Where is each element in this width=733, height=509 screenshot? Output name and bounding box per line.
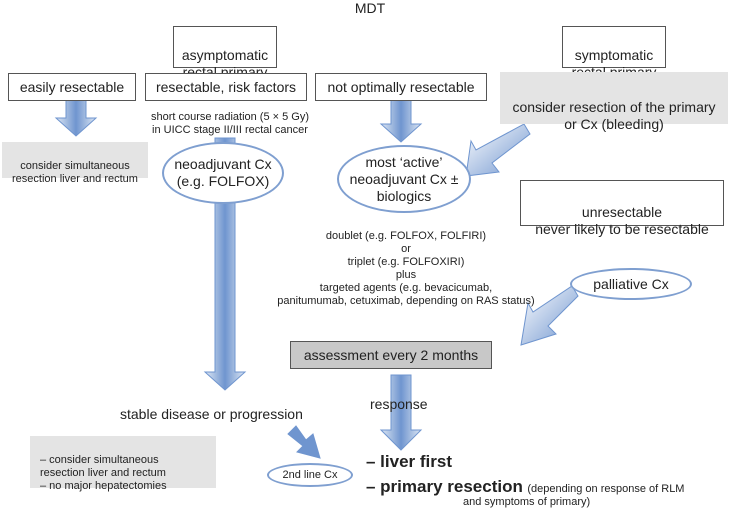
consider-resection-primary-label: consider resection of the primary or Cx … [512,99,716,132]
assessment-label: assessment every 2 months [303,347,479,363]
oval-second-line: 2nd line Cx [267,463,353,487]
stable-disease-text: stable disease or progression [120,406,303,422]
unresectable-label: unresectable never likely to be resectab… [535,204,709,237]
arrow-diag-palliative [520,285,579,346]
box-asymptomatic: asymptomatic rectal primary [173,26,277,80]
mdt-title: MDT [354,0,386,16]
box-assessment: assessment every 2 months [290,341,492,369]
consider-simultaneous-1-label: consider simultaneous resection liver an… [12,160,138,185]
neoadjuvant-label: neoadjuvant Cx (e.g. FOLFOX) [174,156,272,189]
second-line-label: 2nd line Cx [282,468,338,481]
oval-neoadjuvant: neoadjuvant Cx (e.g. FOLFOX) [162,142,284,204]
primary-resection-note: (depending on response of RLM [527,483,685,495]
regimen-text: doublet (e.g. FOLFOX, FOLFIRI) or triple… [277,230,535,307]
box-consider-simultaneous-2: – consider simultaneous resection liver … [30,436,216,492]
arrow-response-down [379,374,423,451]
primary-resection-text: – primary resection [366,477,523,496]
box-resectable-risk: resectable, risk factors [145,73,307,101]
oval-palliative: palliative Cx [570,268,692,300]
not-optimal-label: not optimally resectable [327,79,475,95]
box-unresectable: unresectable never likely to be resectab… [520,180,724,237]
box-consider-simultaneous-1: consider simultaneous resection liver an… [2,142,148,185]
arrow-easily-down [54,99,98,137]
palliative-label: palliative Cx [593,275,669,292]
consider-simultaneous-2-label: – consider simultaneous resection liver … [40,454,167,492]
oval-most-active: most ‘active’ neoadjuvant Cx ± biologics [337,145,471,213]
arrow-to-second-line [287,425,321,459]
box-not-optimal: not optimally resectable [315,73,487,101]
liver-first-text: – liver first [366,452,452,471]
short-course-text: short course radiation (5 × 5 Gy) in UIC… [150,111,310,136]
primary-resection-line: – primary resection (depending on respon… [366,477,726,497]
resectable-risk-label: resectable, risk factors [155,79,297,95]
easily-resectable-label: easily resectable [19,79,125,95]
primary-resection-note2: and symptoms of primary) [463,496,591,508]
most-active-label: most ‘active’ neoadjuvant Cx ± biologics [349,153,459,204]
arrow-notoptimal-down [379,99,423,143]
arrow-diag-primary [465,123,531,177]
box-consider-resection-primary: consider resection of the primary or Cx … [500,72,728,132]
response-text: response [370,396,428,412]
box-symptomatic: symptomatic rectal primary [562,26,666,80]
box-easily-resectable: easily resectable [8,73,136,101]
